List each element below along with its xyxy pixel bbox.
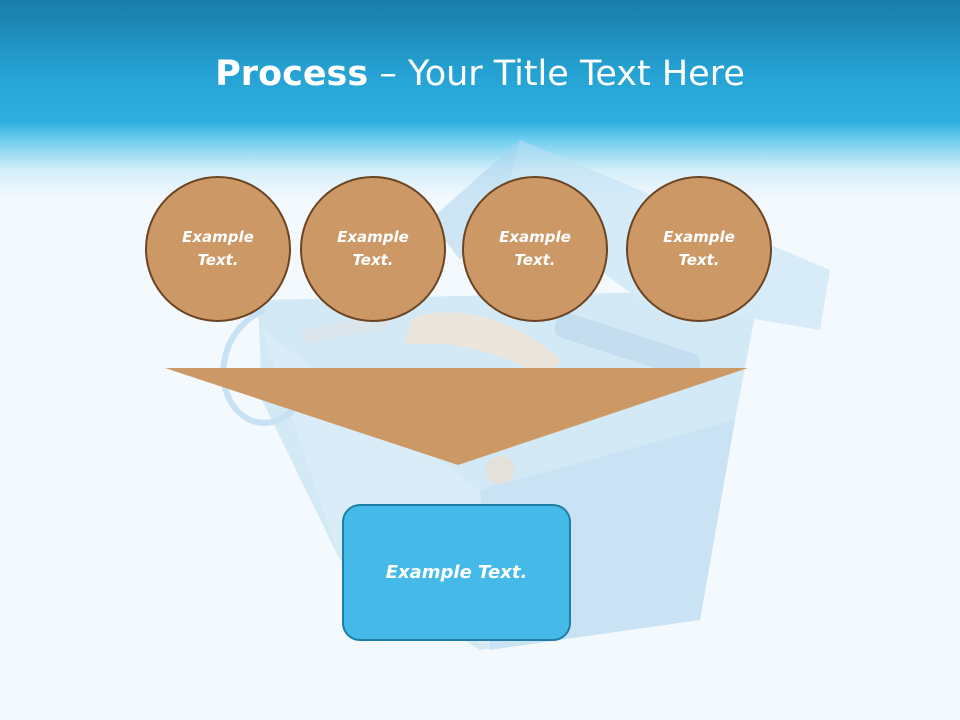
slide-title: Process – Your Title Text Here [0,50,960,98]
funnel-shape [165,368,748,465]
step-label: Example Text. [499,228,571,269]
title-bold: Process [215,54,369,94]
step-circle-3: Example Text. [462,176,608,322]
step-label: Example Text. [337,228,409,269]
step-label: Example Text. [182,228,254,269]
result-label: Example Text. [385,562,528,583]
title-rest: – Your Title Text Here [368,54,745,94]
step-circle-1: Example Text. [145,176,291,322]
step-label: Example Text. [663,228,735,269]
step-circle-2: Example Text. [300,176,446,322]
result-box: Example Text. [342,504,571,641]
step-circle-4: Example Text. [626,176,772,322]
header-band [0,0,960,200]
